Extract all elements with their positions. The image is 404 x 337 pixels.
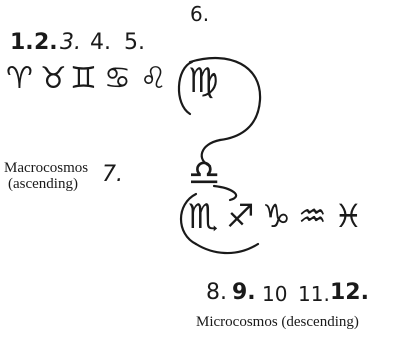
number-5: 5. xyxy=(124,30,145,55)
number-6: 6. xyxy=(190,2,210,26)
number-9: 9. xyxy=(232,280,256,305)
upper-right-arc xyxy=(188,57,262,142)
number-11: 11. xyxy=(298,282,330,306)
capricorn-sign: ♑ xyxy=(262,197,291,235)
number-4: 4. xyxy=(90,30,111,55)
cancer-sign: ♋ xyxy=(104,61,131,96)
virgo-sign: ♍ xyxy=(188,61,219,101)
microcosmos-label: Microcosmos (descending) xyxy=(196,314,359,330)
virgo-left-bracket xyxy=(177,60,194,116)
number-12: 12. xyxy=(330,280,369,305)
macrocosmos-label: Macrocosmos xyxy=(4,160,89,176)
scorpio-sign: ♏ xyxy=(188,197,219,237)
ascending-label: (ascending) xyxy=(8,176,78,192)
aries-sign: ♈ xyxy=(6,61,33,96)
lower-hook xyxy=(194,242,260,255)
sagittarius-sign: ♐ xyxy=(226,197,255,235)
leo-sign: ♌ xyxy=(140,61,167,96)
middle-spine xyxy=(200,138,222,168)
pisces-sign: ♓ xyxy=(334,197,363,235)
number-8: 8. xyxy=(206,280,227,305)
number-7: 7. xyxy=(102,162,123,187)
gemini-sign: ♊ xyxy=(70,61,97,96)
number-2: 2. xyxy=(34,30,58,55)
lower-connector xyxy=(212,184,238,202)
taurus-sign: ♉ xyxy=(40,61,67,96)
number-3: 3. xyxy=(60,30,81,55)
scorpio-left-bracket xyxy=(180,192,198,246)
aquarius-sign: ♒ xyxy=(298,197,327,235)
number-10: 10 xyxy=(262,282,288,306)
number-1: 1. xyxy=(10,30,34,55)
